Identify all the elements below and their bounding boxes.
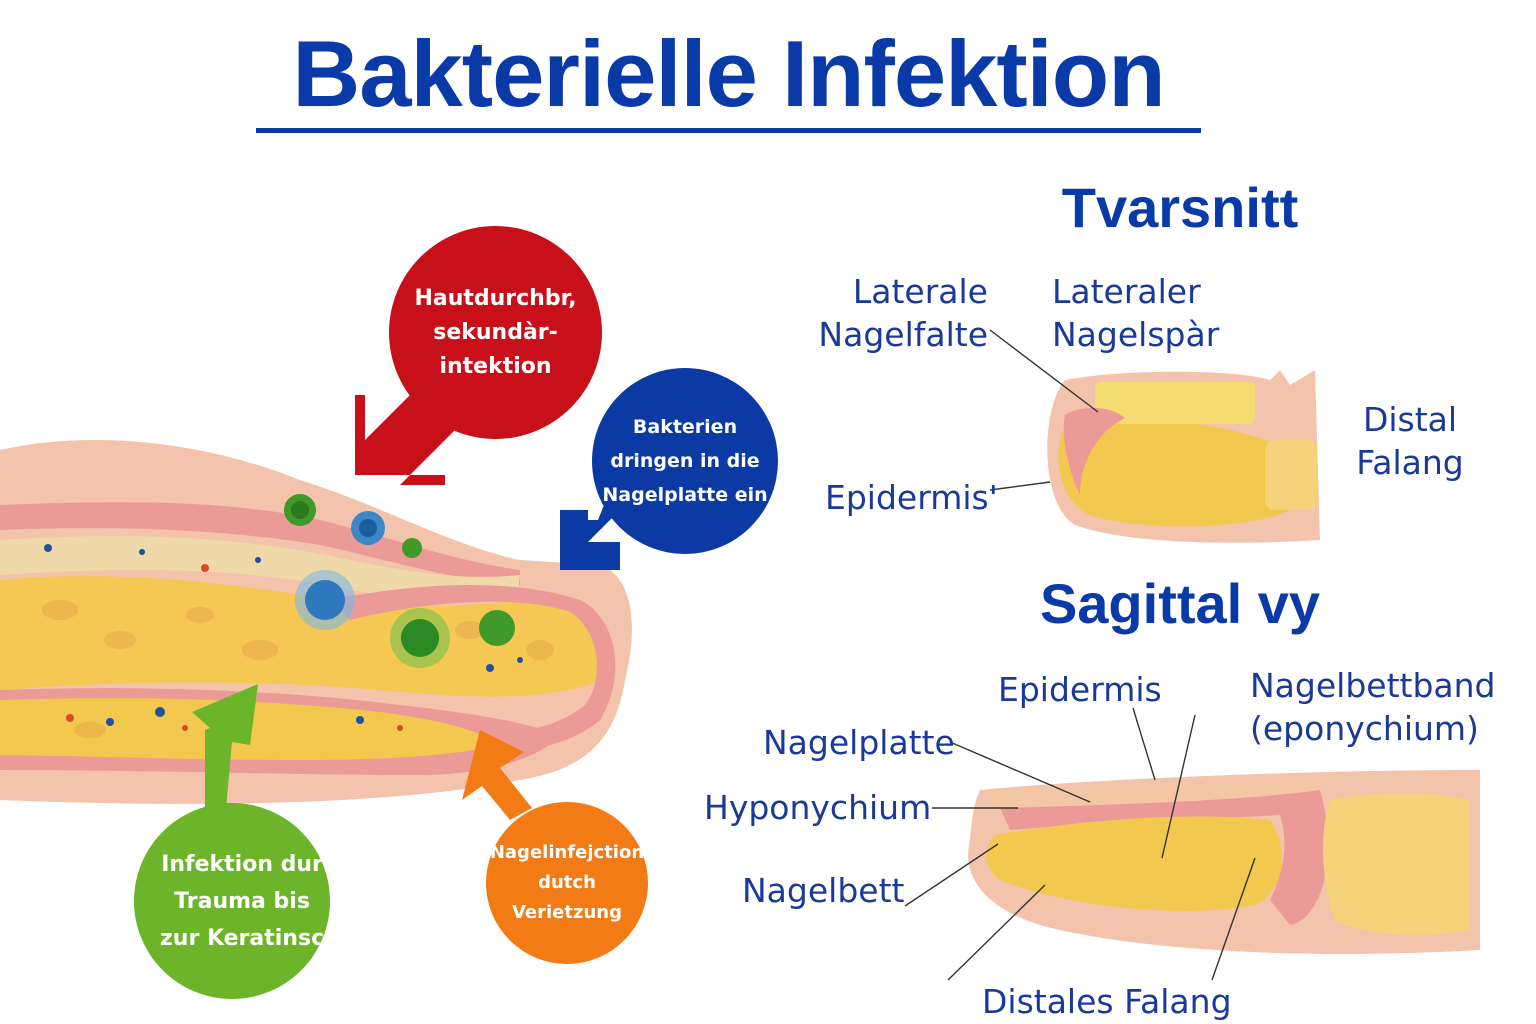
page-title: Bakterielle Infektion bbox=[292, 21, 1165, 126]
finger-illustration bbox=[0, 440, 632, 804]
sagittal-bone bbox=[986, 816, 1282, 911]
sagittal-illustration bbox=[968, 770, 1480, 954]
label-lateral-nail-spur: Lateraler Nagelspàr bbox=[1052, 272, 1220, 354]
title-underline bbox=[256, 128, 1201, 133]
bubble-injury-infection: Nagelinfejction dutch Verietzung bbox=[486, 802, 648, 964]
label-hyponychium: Hyponychium bbox=[704, 788, 932, 827]
label-distal-phalanx-sagittal: Distales Falang bbox=[982, 982, 1232, 1021]
cross-section-nail bbox=[1095, 382, 1255, 424]
cross-section-tissue bbox=[1063, 407, 1125, 495]
label-epidermis-cross: Epidermis' bbox=[825, 478, 998, 517]
sagittal-heading: Sagittal vy bbox=[1039, 572, 1321, 635]
cross-section-distal-bone bbox=[1265, 440, 1317, 510]
bubble-injury-infection-text: Nagelinfejction dutch Verietzung bbox=[489, 842, 645, 923]
label-nail-bed: Nagelbett bbox=[742, 871, 905, 910]
bubble-trauma-infection-text: Infektion dur Trauma bis zur Keratinsc bbox=[160, 851, 325, 951]
bacterium-green-large-icon bbox=[390, 608, 450, 668]
label-epidermis-sagittal: Epidermis bbox=[998, 670, 1162, 709]
label-nail-plate: Nagelplatte bbox=[763, 723, 955, 762]
nail-plate-band bbox=[0, 536, 520, 598]
cross-section-leaders bbox=[989, 329, 1099, 491]
bubble-skin-breach-text: Hautdurchbr, sekundàr- intektion bbox=[414, 285, 577, 379]
upper-bone bbox=[0, 576, 608, 697]
bacterium-green-medium-icon bbox=[479, 610, 515, 646]
bacterium-green-small-icon bbox=[402, 538, 422, 558]
label-nail-bed-band: Nagelbettband (eponychium) bbox=[1250, 666, 1496, 748]
sagittal-distal-bone bbox=[1323, 793, 1470, 936]
bubble-skin-breach: Hautdurchbr, sekundàr- intektion bbox=[389, 226, 602, 439]
green-arrow-icon bbox=[192, 684, 258, 820]
bacterium-green-icon bbox=[284, 494, 316, 526]
upper-tissue-band bbox=[0, 502, 520, 585]
pathogen-dots bbox=[44, 544, 523, 731]
cross-section-heading: Tvarsnitt bbox=[1061, 176, 1299, 239]
bubble-bacteria-entry: Bakterien dringen in die Nagelplatte ein bbox=[592, 368, 778, 554]
bacterium-blue-icon bbox=[351, 511, 385, 545]
label-distal-phalanx: Distal Falang bbox=[1356, 400, 1464, 482]
cross-section-bone bbox=[1058, 416, 1294, 527]
orange-arrow-icon bbox=[462, 730, 532, 820]
label-lateral-nail-fold: Laterale Nagelfalte bbox=[818, 272, 988, 354]
cross-section-illustration bbox=[1047, 370, 1320, 543]
bubble-bacteria-entry-text: Bakterien dringen in die Nagelplatte ein bbox=[602, 416, 768, 506]
bacterium-blue-large-icon bbox=[295, 570, 355, 630]
bubble-trauma-infection: Infektion dur Trauma bis zur Keratinsc bbox=[134, 803, 330, 999]
sagittal-leaders bbox=[904, 707, 1256, 981]
distal-tissue bbox=[330, 585, 616, 755]
